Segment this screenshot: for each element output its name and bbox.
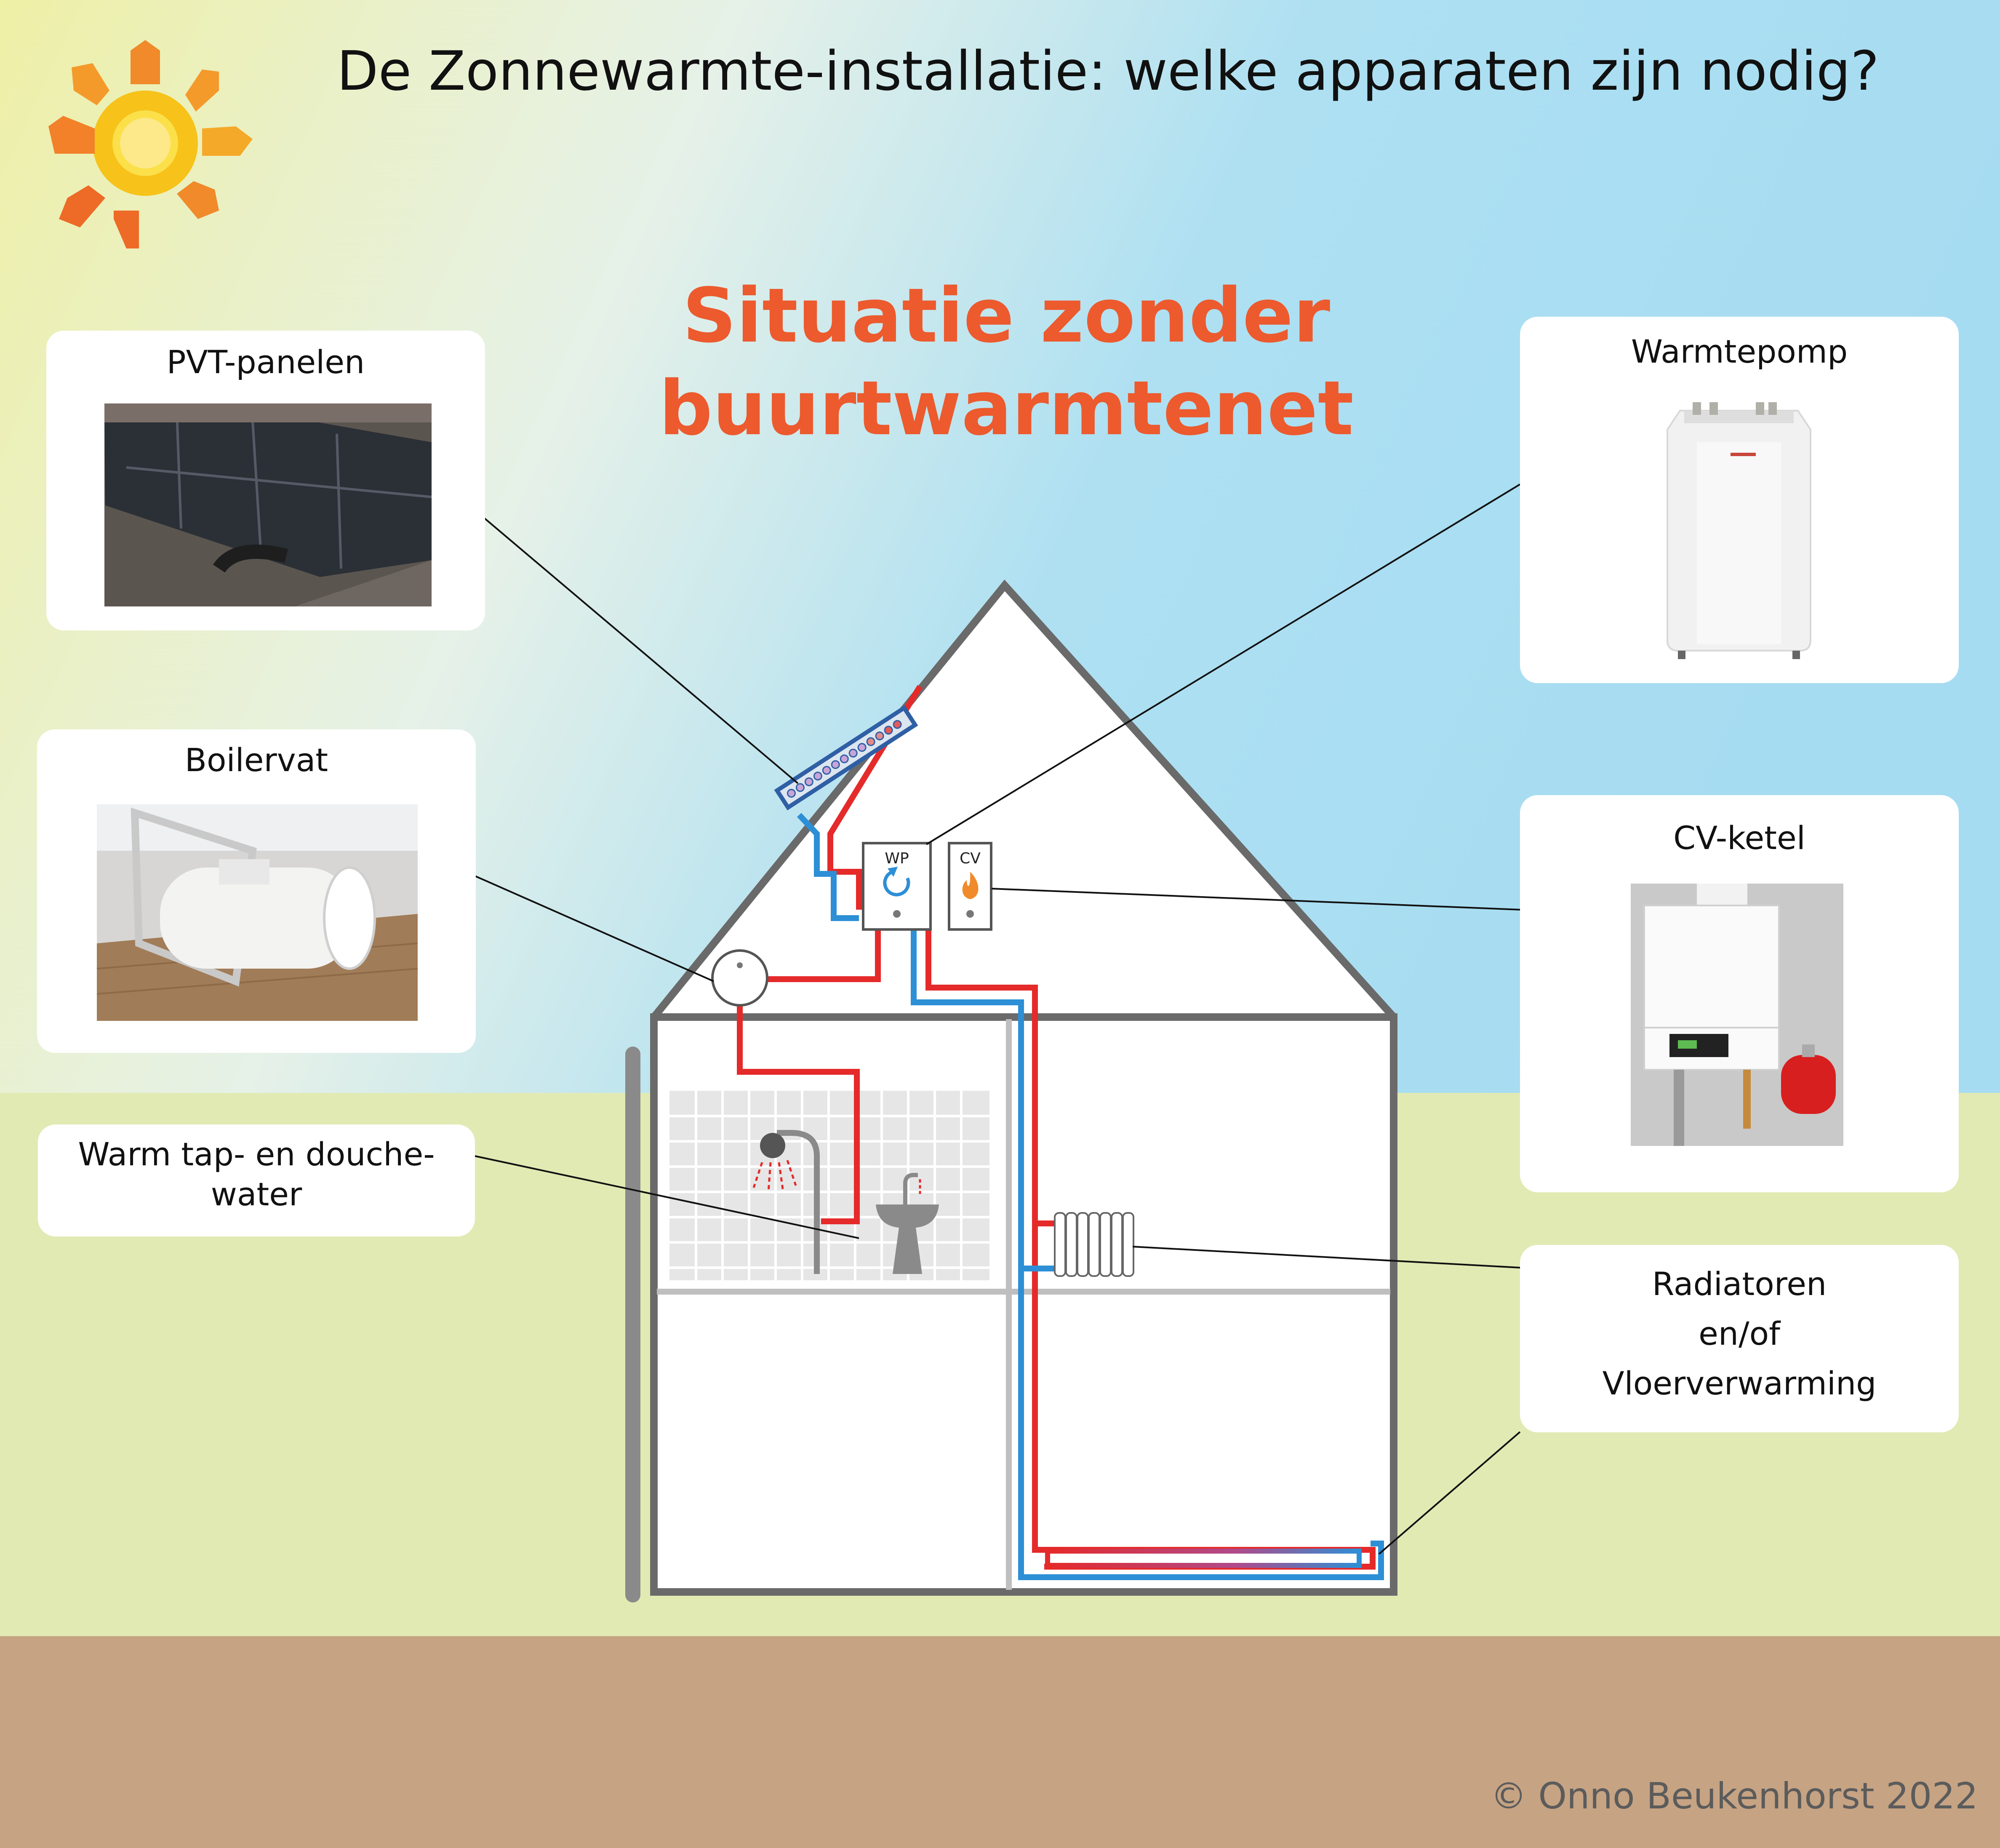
- card-heatpump: [1520, 317, 1959, 683]
- boiler-label: Boilervat: [184, 741, 328, 779]
- pvt-panel-icon: [774, 705, 918, 811]
- cv-boiler-device: CV: [948, 842, 992, 931]
- radiators-label-line-3: Vloerverwarming: [1602, 1365, 1877, 1402]
- cycle-arrow-icon: [883, 870, 910, 897]
- cold-pipes: [797, 813, 1384, 1580]
- cvketel-photo: [1631, 884, 1843, 1146]
- tapwater-label: Warm tap- en douche- water: [38, 1134, 475, 1214]
- tapwater-label-line-1: Warm tap- en douche-: [78, 1135, 435, 1173]
- pvt-photo: [104, 403, 432, 606]
- card-radiators: [1520, 1245, 1959, 1432]
- wp-label: WP: [885, 850, 909, 867]
- pvt-label: PVT-panelen: [166, 343, 365, 381]
- shower-icon: [752, 1130, 820, 1274]
- cv-label: CV: [960, 850, 981, 867]
- heatpump-label: Warmtepomp: [1631, 333, 1848, 370]
- drainpipe: [625, 1047, 640, 1602]
- cvketel-label: CV-ketel: [1673, 819, 1805, 857]
- heatpump-photo: [1667, 402, 1811, 659]
- card-tapwater: [38, 1124, 475, 1236]
- card-boiler: [37, 729, 476, 1053]
- card-cvketel: [1520, 795, 1959, 1192]
- tapwater-label-line-2: water: [211, 1175, 302, 1213]
- boiler-vessel-icon: [711, 949, 768, 1007]
- ground: [0, 1636, 2000, 1848]
- subtitle-line-2: buurtwarmtenet: [659, 365, 1354, 452]
- bathroom-tiles: [669, 1091, 989, 1280]
- page-subtitle: Situatie zonder buurtwarmtenet: [611, 270, 1402, 455]
- page-title: De Zonnewarmte-installatie: welke appara…: [337, 40, 1879, 103]
- flame-icon: [962, 872, 979, 899]
- radiators-label-line-2: en/of: [1699, 1315, 1780, 1352]
- card-pvt: [46, 331, 485, 630]
- sun-logo: [48, 40, 253, 248]
- copyright-notice: © Onno Beukenhorst 2022: [1491, 1775, 1978, 1817]
- sink-icon: [876, 1173, 939, 1274]
- radiators-label-line-1: Radiatoren: [1652, 1265, 1827, 1303]
- subtitle-line-1: Situatie zonder: [682, 272, 1331, 359]
- boiler-photo: [97, 804, 418, 1021]
- radiators-label: Radiatoren en/of Vloerverwarming: [1520, 1259, 1959, 1408]
- heat-pump-device: WP: [862, 842, 932, 931]
- floor-heating-loop: [1045, 1549, 1362, 1568]
- radiator-icon: [1054, 1212, 1134, 1277]
- leader-lines: [475, 483, 1521, 1555]
